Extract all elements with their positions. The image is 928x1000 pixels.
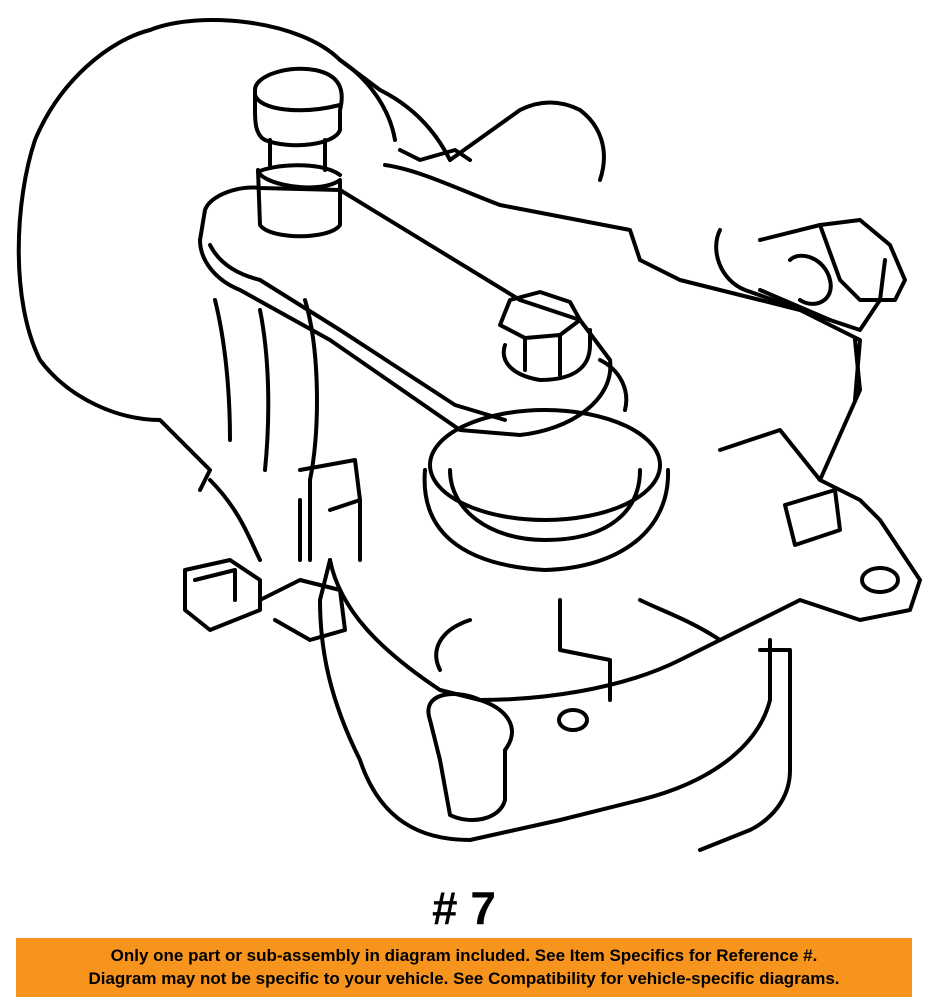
pin-head [253,66,344,148]
mount-boss [426,692,514,822]
rib-step [298,458,362,512]
bracket-left [183,558,262,632]
base-flange [698,648,792,852]
nut-top [501,328,592,382]
rib-step-2 [298,498,362,562]
base-plate [328,338,922,702]
lower-edge [434,618,472,672]
motor-housing [16,28,212,492]
pin-shaft [268,138,327,172]
pin-head-cap [253,93,342,113]
rib-left-1 [213,298,232,442]
case-right-wall [638,258,862,402]
nut-facet [523,333,562,377]
gear-case-top [448,100,606,182]
case-right-edge [718,428,822,482]
case-right-slot [783,488,842,547]
mount-hole-center [557,708,589,732]
crank-arm [198,185,613,437]
pin-collar-top [256,163,342,177]
bracket-link [208,478,262,562]
motor-housing-top [148,18,452,162]
notice-banner: Only one part or sub-assembly in diagram… [16,938,912,997]
gear-case-side [383,163,642,262]
base-step [638,598,722,642]
notice-line-2: Diagram may not be specific to your vehi… [88,969,840,988]
shaft-ring-4 [448,468,642,542]
base-slot [558,598,612,702]
connector-ring [788,253,833,306]
connector-tip [818,218,907,302]
crank-arm-edge [208,243,507,422]
connector-body [714,228,887,332]
bracket-arm [258,578,347,642]
shaft-ring-2 [428,408,662,522]
base-plate-lower [318,558,772,842]
pin-collar [256,168,342,239]
rib-left-3 [303,298,319,562]
reference-number: # 7 [432,882,496,934]
wiper-motor-diagram [16,18,922,852]
notice-line-1: Only one part or sub-assembly in diagram… [110,946,818,965]
motor-end-cap [338,58,397,142]
rib-left-2 [258,308,271,472]
gear-case-edge [398,148,472,162]
hex-nut [498,290,582,340]
bracket-left-face [193,568,237,602]
shaft-ring-3 [422,468,671,572]
connector-rib [758,223,832,322]
shaft-ring-1 [598,358,629,412]
mount-hole-right [860,566,900,594]
